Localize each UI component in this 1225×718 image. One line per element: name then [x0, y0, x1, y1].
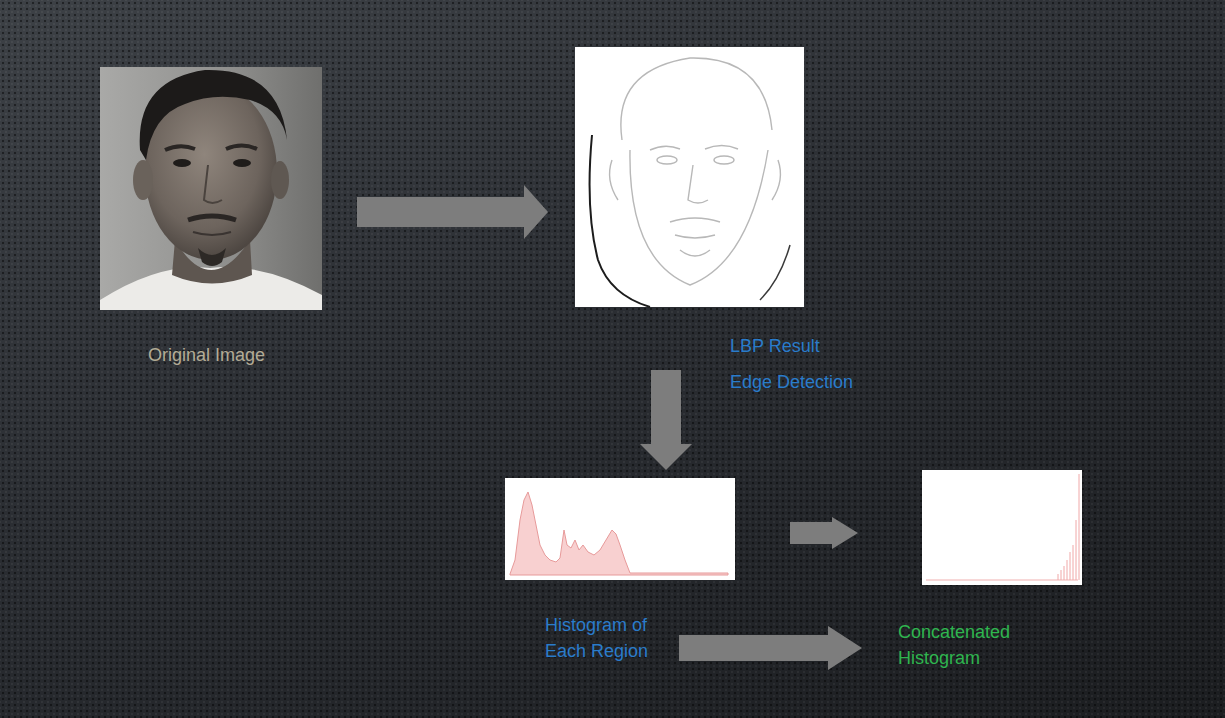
- caption-text: Original Image: [148, 345, 265, 365]
- lbp-sketch: [575, 47, 804, 307]
- panel-caption: Original Image: [148, 344, 265, 366]
- region-histogram: [505, 478, 735, 580]
- image-panel: LBP Result Edge Detection: [575, 47, 804, 307]
- face-photo: [100, 67, 322, 310]
- chart-panel: Concatenated Histogram: [922, 470, 1082, 585]
- panel-caption: Concatenated Histogram: [898, 619, 1018, 671]
- image-panel: Original Image: [100, 67, 322, 310]
- flow-arrow: [640, 370, 692, 470]
- chart-panel: Histogram of Each Region: [505, 478, 735, 580]
- panel-caption: LBP Result Edge Detection: [730, 328, 860, 400]
- concatenated-histogram: [922, 470, 1082, 585]
- flow-arrow: [790, 517, 858, 549]
- caption-text: Concatenated Histogram: [898, 622, 1010, 668]
- caption-text: LBP Result Edge Detection: [730, 336, 853, 392]
- flow-arrow: [679, 626, 862, 670]
- panel-caption: Histogram of Each Region: [545, 612, 657, 664]
- flow-arrow: [357, 185, 548, 239]
- caption-text: Histogram of Each Region: [545, 615, 648, 661]
